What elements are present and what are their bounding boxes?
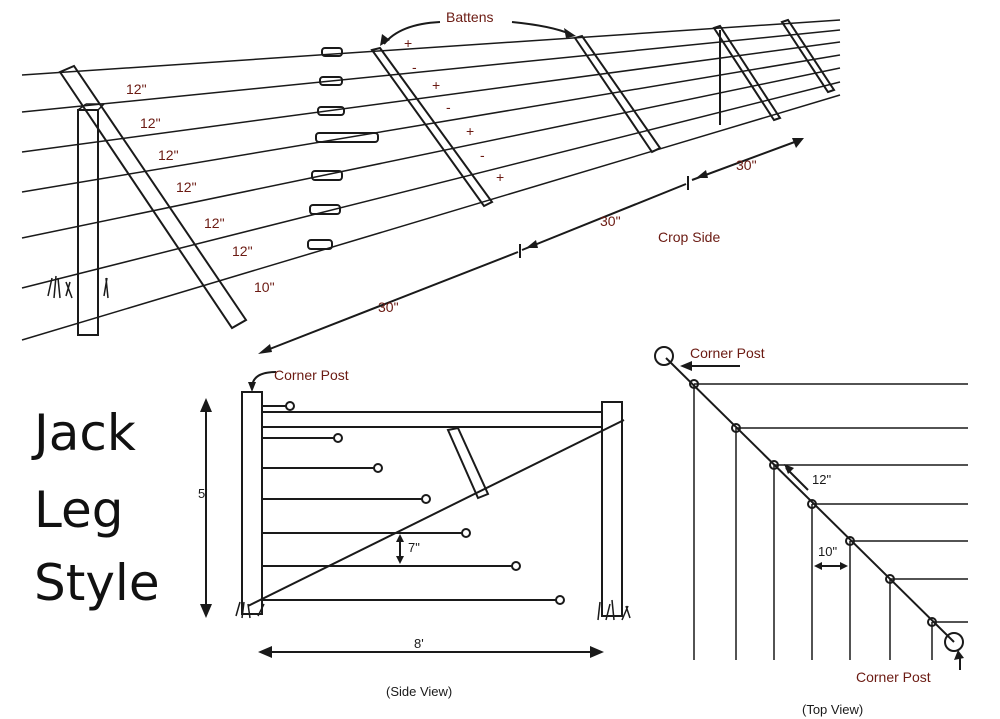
distance-label-3: 30" — [736, 157, 757, 173]
perspective-grass — [47, 275, 109, 299]
batten-1 — [370, 46, 494, 208]
sign-5: + — [466, 123, 474, 139]
wire-tensioners — [307, 47, 379, 250]
perspective-jack-leg-brace — [58, 64, 248, 330]
perspective-arrows — [258, 21, 804, 354]
tensioner-1 — [321, 47, 343, 57]
perspective-wires — [21, 19, 841, 341]
top-view: 12" 10" Corner Post Corner Post (Top Vie… — [654, 345, 968, 717]
title-line-2: Leg — [34, 481, 123, 539]
title-line-1: Jack — [31, 404, 136, 462]
top-corner-post-1 — [654, 346, 674, 366]
top-view-horizontal-wires — [694, 383, 968, 623]
tensioner-6 — [309, 204, 341, 215]
tensioner-2 — [319, 76, 343, 86]
spacing-label-2: 12" — [140, 115, 161, 131]
spacing-label-6: 12" — [232, 243, 253, 259]
top-view-caption: (Top View) — [802, 702, 863, 717]
top-corner-post-bottom-label: Corner Post — [856, 669, 931, 685]
diagram-title: Jack Leg Style — [31, 404, 160, 612]
spacing-label-7: 10" — [254, 279, 275, 295]
distance-label-2: 30" — [600, 213, 621, 229]
sign-6: - — [480, 147, 485, 163]
height-label: 5' — [198, 486, 208, 501]
spacing-label-1: 12" — [126, 81, 147, 97]
side-view-caption: (Side View) — [386, 684, 452, 699]
top-view-junctions — [689, 379, 937, 627]
top-corner-post-top-label: Corner Post — [690, 345, 765, 361]
top-spacing-12-label: 12" — [812, 472, 831, 487]
tensioner-5 — [311, 170, 343, 181]
tensioner-3 — [317, 106, 345, 116]
sign-1: + — [404, 35, 412, 51]
batten-2 — [573, 34, 662, 154]
perspective-end-post — [77, 103, 105, 336]
width-label: 8' — [414, 636, 424, 651]
sign-4: - — [446, 99, 451, 115]
spacing-label-3: 12" — [158, 147, 179, 163]
perspective-view: Battens 12" 12" 12" 12" 12" 12" 10" 30" … — [21, 9, 841, 354]
crop-side-label: Crop Side — [658, 229, 720, 245]
side-view-wires — [262, 401, 565, 605]
tensioner-4 — [315, 132, 379, 143]
gap-dimension — [396, 534, 404, 564]
top-corner-post-2 — [944, 632, 964, 652]
tensioner-7 — [307, 239, 333, 250]
height-dimension — [200, 398, 212, 618]
battens-label: Battens — [446, 9, 493, 25]
width-dimension — [258, 646, 604, 658]
top-view-vertical-wires — [693, 384, 933, 660]
side-view: 5' 7" 8' (Side View) Corner Post — [198, 367, 631, 699]
side-view-top-rail — [261, 411, 603, 428]
sign-7: + — [496, 169, 504, 185]
batten-3 — [712, 24, 782, 122]
top-spacing-10-label: 10" — [818, 544, 837, 559]
side-view-grass — [235, 599, 631, 621]
side-view-brace — [446, 426, 490, 500]
sign-3: + — [432, 77, 440, 93]
batten-4 — [780, 18, 836, 94]
corner-post-callout-arrow — [251, 371, 277, 389]
side-view-left-post — [241, 391, 263, 615]
side-view-diagonal-wire — [247, 419, 625, 607]
spacing-label-4: 12" — [176, 179, 197, 195]
distance-label-1: 30" — [378, 299, 399, 315]
gap-label: 7" — [408, 540, 420, 555]
side-corner-post-label: Corner Post — [274, 367, 349, 383]
side-view-right-post — [601, 401, 623, 617]
perspective-battens — [370, 18, 836, 208]
title-line-3: Style — [34, 554, 160, 612]
spacing-label-5: 12" — [204, 215, 225, 231]
sign-2: - — [412, 59, 417, 75]
